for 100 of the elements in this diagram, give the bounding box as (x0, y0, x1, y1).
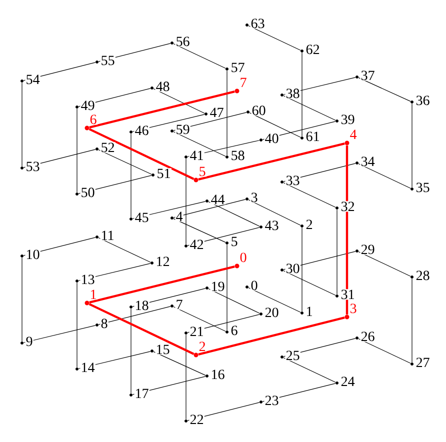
line (283, 77, 356, 95)
number-label: 53 (25, 161, 40, 172)
number-label: 5 (230, 236, 238, 247)
line (23, 149, 96, 168)
number-label: 45 (134, 212, 150, 223)
number-label: 21 (189, 326, 204, 337)
number-label: 62 (305, 44, 320, 55)
line (132, 288, 206, 307)
number-label: 41 (189, 150, 204, 161)
number-label: 12 (155, 256, 170, 267)
line (187, 227, 260, 246)
number-label: 28 (415, 270, 430, 281)
line (98, 43, 171, 62)
line (23, 237, 96, 256)
line (173, 199, 246, 218)
number-label: 47 (209, 107, 224, 118)
line (88, 128, 194, 180)
line (89, 90, 235, 128)
number-label: 27 (415, 357, 430, 368)
line (358, 163, 411, 189)
line (198, 316, 345, 356)
line (248, 25, 301, 51)
number-label: 29 (360, 244, 376, 255)
line (249, 112, 301, 138)
number-label: 48 (155, 81, 170, 92)
number-label: 4 (175, 211, 184, 222)
number-label: 8 (100, 318, 108, 329)
number-label: 55 (100, 55, 116, 66)
line (98, 306, 171, 325)
number-label: 49 (80, 100, 96, 111)
number-label: 7 (239, 77, 248, 88)
number-label: 57 (230, 62, 246, 73)
line (78, 88, 151, 107)
number-label: 13 (80, 274, 96, 285)
number-label: 9 (25, 336, 34, 347)
line (358, 77, 411, 102)
number-label: 23 (264, 395, 280, 406)
number-label: 7 (175, 299, 184, 310)
number-label: 37 (360, 70, 376, 81)
number-label: 36 (415, 95, 430, 106)
line (208, 288, 260, 314)
line (358, 251, 411, 277)
line (88, 303, 194, 355)
line (358, 338, 411, 364)
line (23, 325, 96, 343)
line (283, 163, 356, 182)
line (130, 133, 132, 218)
number-label: 1 (89, 289, 98, 300)
number-label: 6 (89, 114, 98, 125)
line (248, 199, 301, 226)
line (173, 43, 226, 69)
number-label: 20 (264, 307, 280, 318)
number-label: 30 (285, 263, 300, 274)
number-label: 2 (305, 219, 314, 230)
number-label: 56 (175, 36, 190, 47)
number-label: 25 (285, 350, 300, 361)
line (132, 376, 206, 395)
line (248, 287, 301, 313)
number-label: 44 (210, 194, 226, 205)
number-label: 4 (349, 129, 358, 140)
line (23, 62, 96, 81)
number-label: 42 (189, 239, 204, 250)
number-label: 11 (100, 230, 115, 241)
line (132, 201, 206, 219)
number-label: 16 (210, 369, 226, 380)
line (173, 131, 226, 157)
line (336, 209, 338, 295)
number-label: 33 (285, 175, 300, 186)
line (76, 108, 78, 193)
line (187, 314, 260, 333)
line (78, 263, 151, 281)
number-label: 1 (305, 306, 314, 317)
number-label: 35 (415, 182, 430, 193)
number-label: 61 (305, 131, 320, 142)
number-label: 38 (285, 88, 300, 99)
line (283, 338, 356, 357)
line (173, 112, 247, 131)
number-label: 46 (134, 125, 150, 136)
number-label: 15 (155, 344, 170, 355)
line (262, 383, 336, 402)
line (226, 244, 228, 331)
number-label: 22 (189, 414, 204, 425)
number-label: 26 (360, 331, 376, 342)
line (78, 175, 152, 194)
number-label: 51 (156, 168, 172, 179)
number-label: 5 (198, 166, 206, 177)
line (198, 142, 345, 180)
number-label: 18 (134, 300, 150, 311)
line (78, 351, 151, 369)
number-label: 59 (175, 124, 190, 135)
line (283, 251, 356, 270)
number-label: 24 (340, 376, 356, 387)
line (98, 237, 151, 263)
number-label: 0 (239, 252, 248, 263)
number-label: 3 (250, 192, 258, 203)
line (173, 218, 226, 243)
line (283, 95, 336, 121)
line (89, 266, 235, 304)
line (130, 308, 132, 394)
line (226, 70, 228, 156)
